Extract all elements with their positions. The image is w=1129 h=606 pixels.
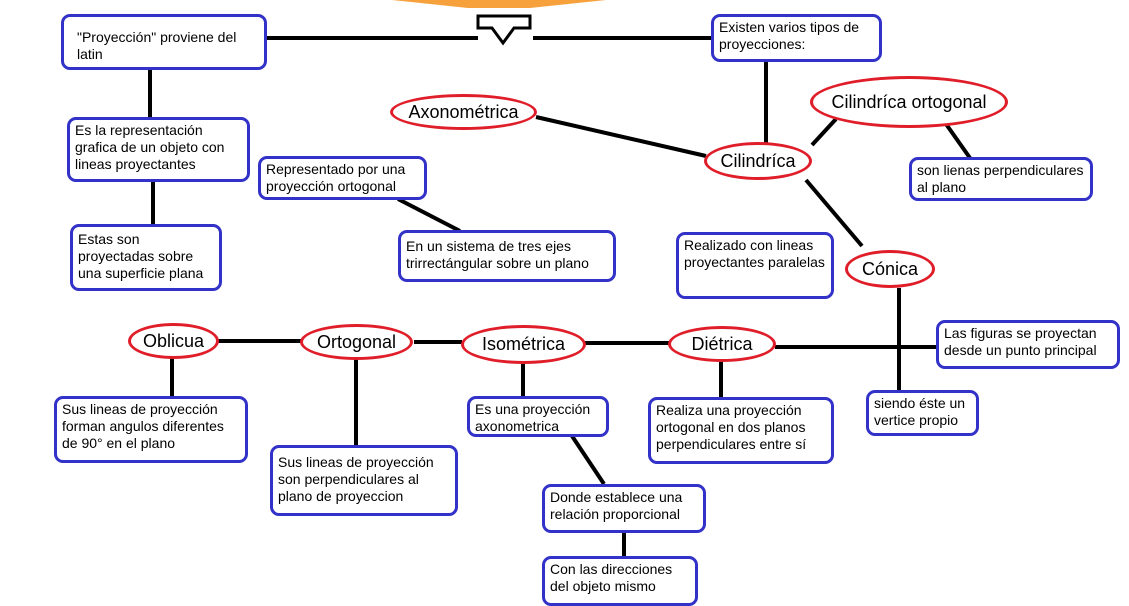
- box-vertice-propio: siendo éste un vertice propio: [866, 390, 979, 436]
- box-sistema-tres-ejes: En un sistema de tres ejes trirrectángul…: [398, 230, 616, 282]
- down-arrow-icon: [476, 14, 532, 46]
- oval-conica: Cónica: [845, 250, 935, 288]
- top-accent-shape: [392, 0, 606, 8]
- box-proyectadas: Estas son proyectadas sobre una superfic…: [70, 224, 222, 291]
- box-dietrica-desc: Realiza una proyección ortogonal en dos …: [648, 397, 834, 464]
- box-perpendiculares-plano: son lienas perpendiculares al plano: [909, 157, 1093, 201]
- connector: [804, 178, 864, 248]
- oval-dietrica: Diétrica: [668, 326, 776, 362]
- box-ortogonal-desc: Sus lineas de proyección son perpendicul…: [270, 445, 458, 516]
- oval-axonometrica: Axonométrica: [390, 94, 537, 130]
- box-punto-principal: Las figuras se proyectan desde un punto …: [936, 320, 1120, 369]
- oval-isometrica: Isométrica: [461, 325, 586, 364]
- connector: [397, 197, 461, 233]
- box-representacion: Es la representación grafica de un objet…: [67, 117, 250, 182]
- box-representado-ortogonal: Representado por una proyección ortogona…: [258, 156, 427, 200]
- box-isometrica-desc: Es una proyección axonometrica: [467, 396, 609, 437]
- connector: [535, 115, 707, 158]
- oval-cilindrica: Cilindríca: [704, 142, 812, 180]
- box-direcciones: Con las direcciones del objeto mismo: [542, 556, 698, 606]
- box-relacion-proporcional: Donde establece una relación proporciona…: [542, 484, 706, 533]
- oval-cilindrica-ortogonal: Cilindríca ortogonal: [810, 76, 1008, 128]
- oval-ortogonal: Ortogonal: [300, 324, 413, 360]
- box-lineas-paralelas: Realizado con lineas proyectantes parale…: [676, 232, 834, 299]
- connector-lines: [148, 0, 972, 557]
- box-oblicua-desc: Sus lineas de proyección forman angulos …: [54, 396, 248, 463]
- connector: [944, 122, 972, 160]
- connector: [810, 117, 838, 147]
- oval-oblicua: Oblicua: [128, 323, 219, 359]
- connector: [570, 434, 606, 486]
- box-tipos: Existen varios tipos de proyecciones:: [711, 14, 882, 62]
- box-proyeccion-origen: "Proyección" proviene del latin: [61, 14, 267, 70]
